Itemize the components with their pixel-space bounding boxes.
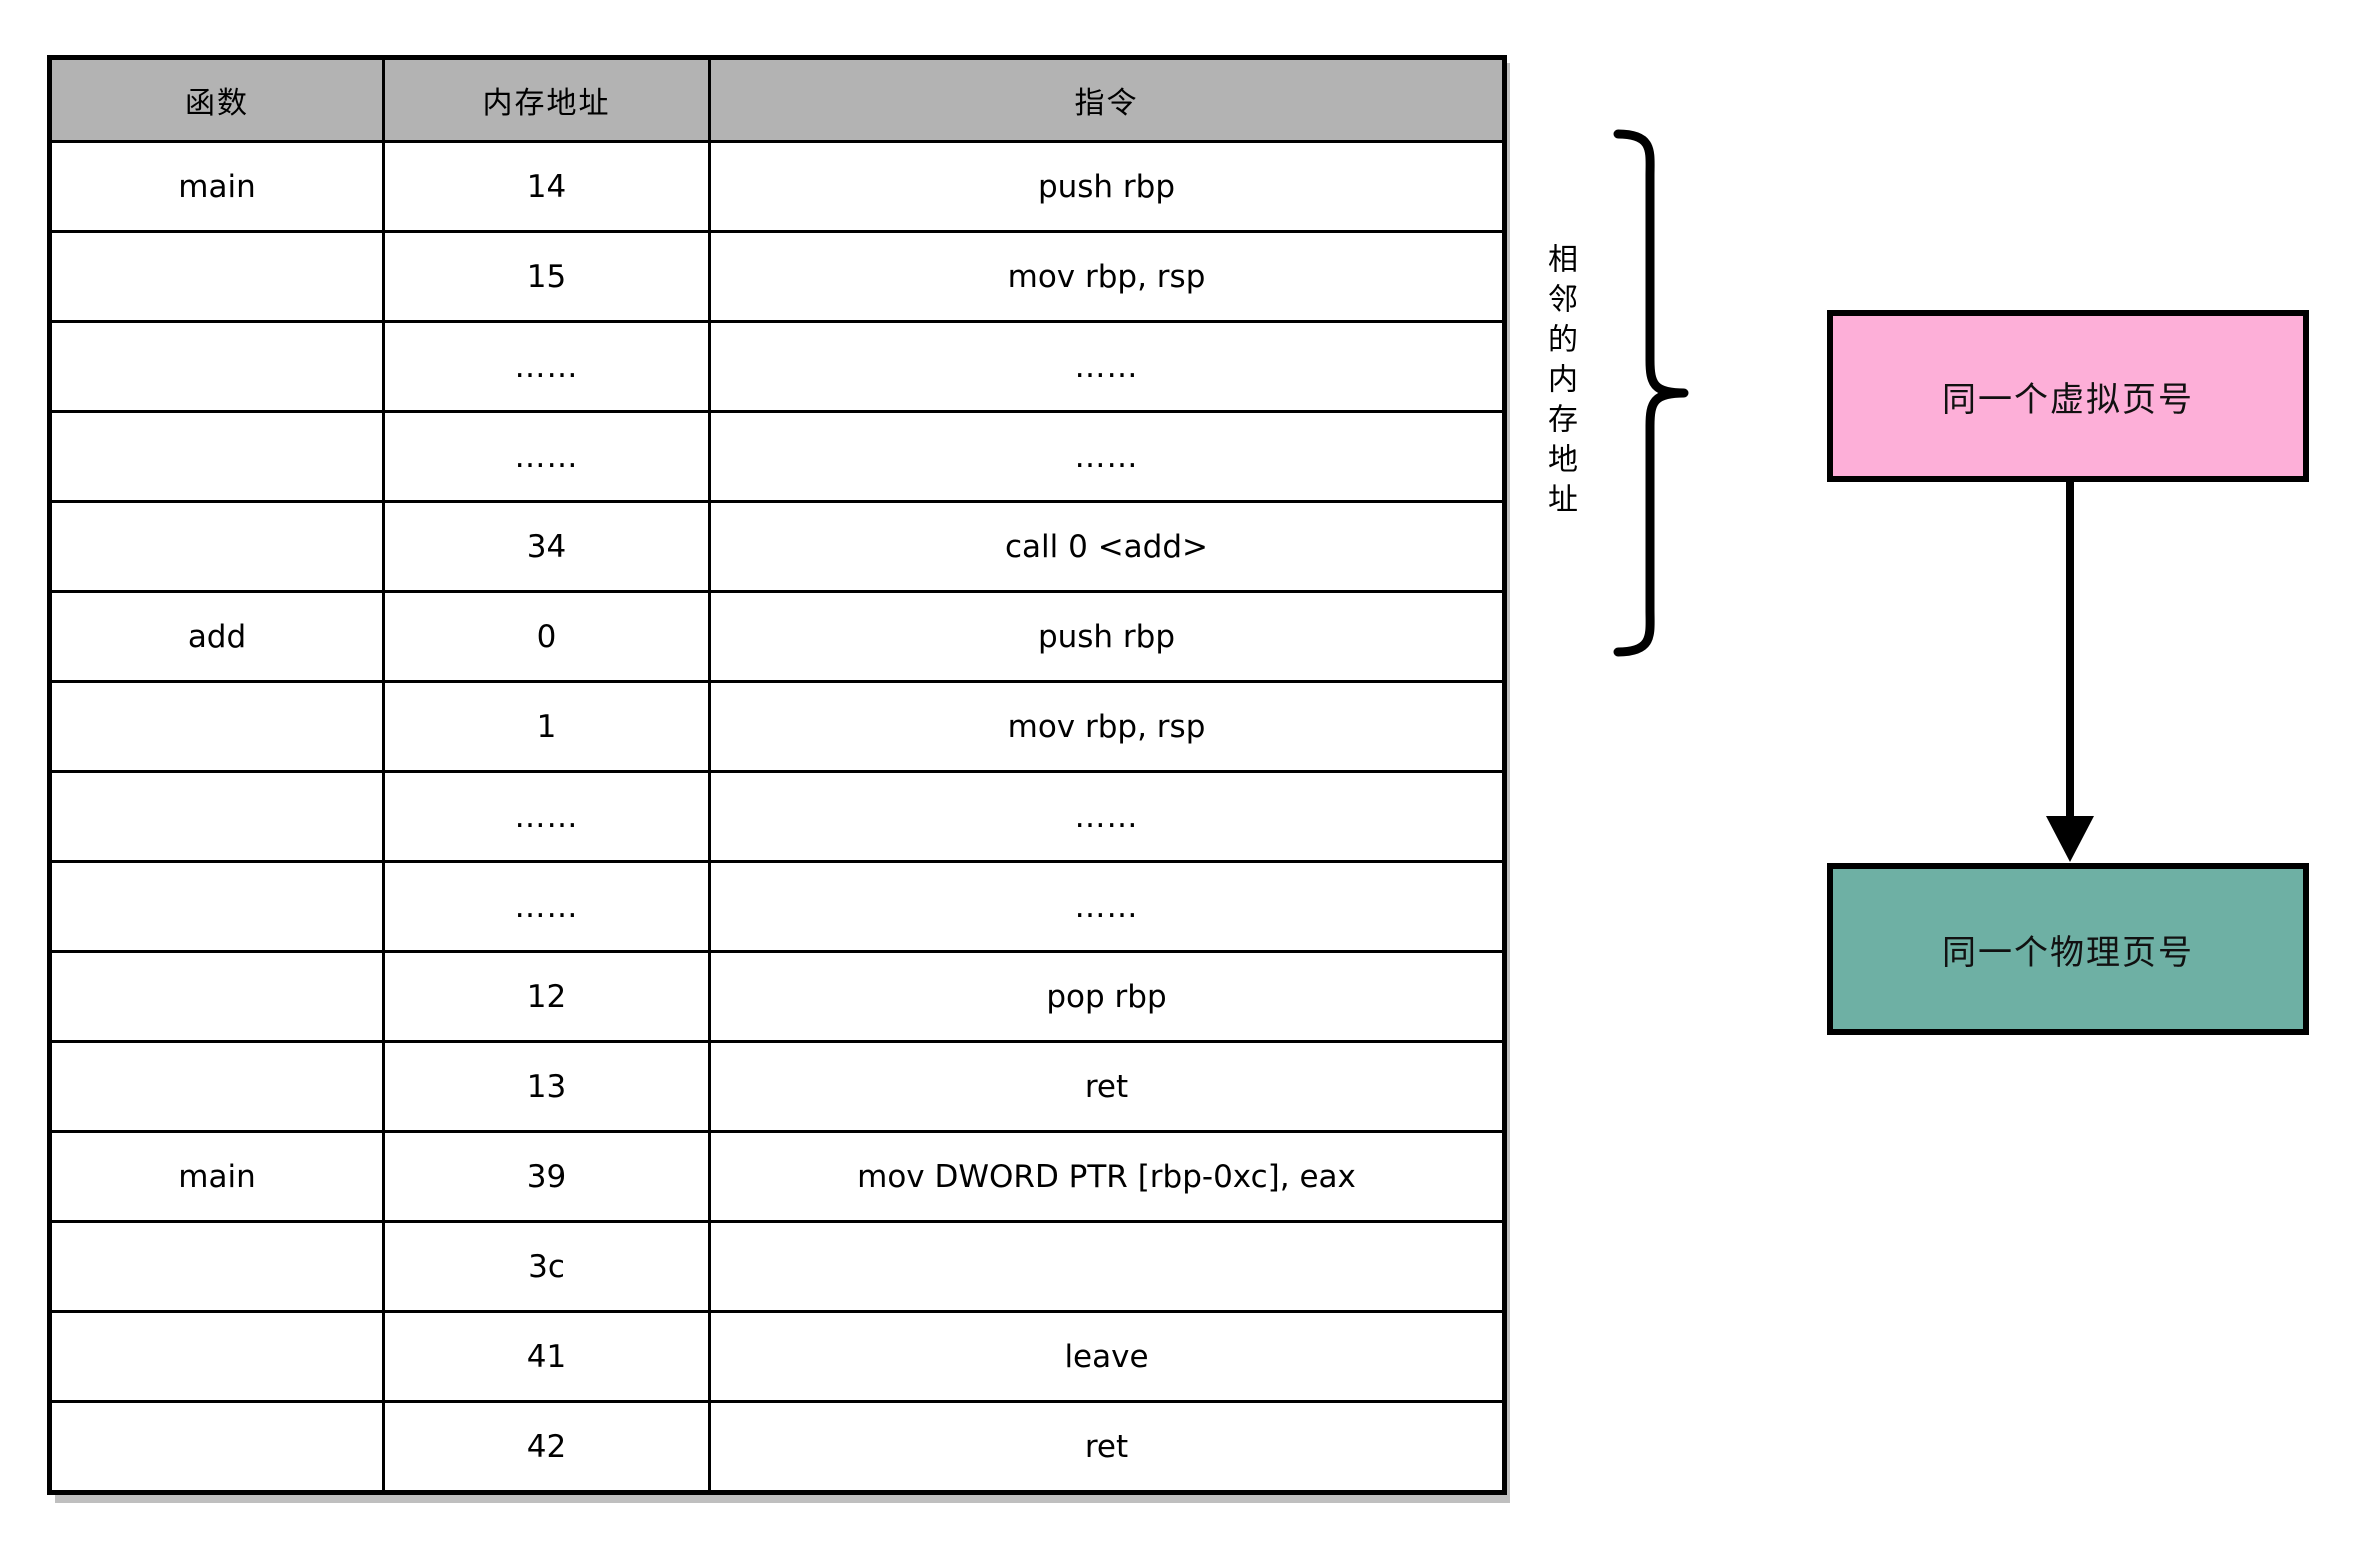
table-row: add 0 push rbp xyxy=(48,590,1506,683)
cell-address: 14 xyxy=(382,140,711,233)
cell-function xyxy=(48,1220,385,1313)
table-row: …… …… xyxy=(48,860,1506,953)
cell-address: 13 xyxy=(382,1040,711,1133)
curly-brace-icon xyxy=(1613,129,1689,657)
column-header-memory-address: 内存地址 xyxy=(382,56,711,143)
cell-function xyxy=(48,950,385,1043)
column-header-function: 函数 xyxy=(48,56,385,143)
cell-function xyxy=(48,1310,385,1403)
cell-function: main xyxy=(48,1130,385,1223)
cell-instruction: push rbp xyxy=(708,590,1506,683)
table-row: main 14 push rbp xyxy=(48,140,1506,233)
table-row: 13 ret xyxy=(48,1040,1506,1133)
cell-function xyxy=(48,230,385,323)
virtual-page-number-label: 同一个虚拟页号 xyxy=(1942,379,2194,420)
cell-address: 15 xyxy=(382,230,711,323)
table-row: 34 call 0 <add> xyxy=(48,500,1506,593)
cell-instruction: mov rbp, rsp xyxy=(708,680,1506,773)
cell-function xyxy=(48,320,385,413)
cell-address: …… xyxy=(382,860,711,953)
cell-instruction: …… xyxy=(708,320,1506,413)
cell-address: 3c xyxy=(382,1220,711,1313)
cell-address: 34 xyxy=(382,500,711,593)
cell-instruction: mov rbp, rsp xyxy=(708,230,1506,323)
cell-function xyxy=(48,680,385,773)
adjacent-address-annotation: 相邻的内存地址 xyxy=(1510,128,1700,658)
cell-function xyxy=(48,500,385,593)
assembly-table-container: 函数 内存地址 指令 main 14 push rbp 15 mov rbp, … xyxy=(47,55,1507,1495)
table-row: 3c xyxy=(48,1220,1506,1313)
cell-instruction: …… xyxy=(708,770,1506,863)
cell-instruction: …… xyxy=(708,860,1506,953)
cell-function: main xyxy=(48,140,385,233)
flow-arrow-icon xyxy=(2046,480,2094,862)
assembly-table: 函数 内存地址 指令 main 14 push rbp 15 mov rbp, … xyxy=(47,55,1507,1495)
table-row: 42 ret xyxy=(48,1400,1506,1494)
cell-instruction: leave xyxy=(708,1310,1506,1403)
cell-function xyxy=(48,860,385,953)
table-row: 12 pop rbp xyxy=(48,950,1506,1043)
cell-address: …… xyxy=(382,410,711,503)
physical-page-number-box: 同一个物理页号 xyxy=(1827,863,2309,1035)
cell-function xyxy=(48,770,385,863)
cell-address: 1 xyxy=(382,680,711,773)
table-row: 1 mov rbp, rsp xyxy=(48,680,1506,773)
cell-instruction: ret xyxy=(708,1040,1506,1133)
cell-instruction: push rbp xyxy=(708,140,1506,233)
cell-instruction: pop rbp xyxy=(708,950,1506,1043)
cell-function xyxy=(48,1040,385,1133)
cell-address: …… xyxy=(382,770,711,863)
table-row: …… …… xyxy=(48,770,1506,863)
cell-function xyxy=(48,410,385,503)
table-row: …… …… xyxy=(48,320,1506,413)
cell-address: 41 xyxy=(382,1310,711,1403)
brace-label-text: 相邻的内存地址 xyxy=(1542,243,1577,523)
cell-address: 0 xyxy=(382,590,711,683)
physical-page-number-label: 同一个物理页号 xyxy=(1942,932,2194,973)
cell-address: …… xyxy=(382,320,711,413)
table-row: 15 mov rbp, rsp xyxy=(48,230,1506,323)
cell-address: 39 xyxy=(382,1130,711,1223)
cell-address: 12 xyxy=(382,950,711,1043)
cell-instruction: ret xyxy=(708,1400,1506,1494)
table-row: 41 leave xyxy=(48,1310,1506,1403)
table-header-row: 函数 内存地址 指令 xyxy=(48,56,1506,143)
cell-function xyxy=(48,1400,385,1494)
column-header-instruction: 指令 xyxy=(708,56,1506,143)
table-row: …… …… xyxy=(48,410,1506,503)
table-row: main 39 mov DWORD PTR [rbp-0xc], eax xyxy=(48,1130,1506,1223)
cell-instruction: …… xyxy=(708,410,1506,503)
cell-address: 42 xyxy=(382,1400,711,1494)
cell-function: add xyxy=(48,590,385,683)
cell-instruction: call 0 <add> xyxy=(708,500,1506,593)
cell-instruction xyxy=(708,1220,1506,1313)
virtual-page-number-box: 同一个虚拟页号 xyxy=(1827,310,2309,482)
cell-instruction: mov DWORD PTR [rbp-0xc], eax xyxy=(708,1130,1506,1223)
